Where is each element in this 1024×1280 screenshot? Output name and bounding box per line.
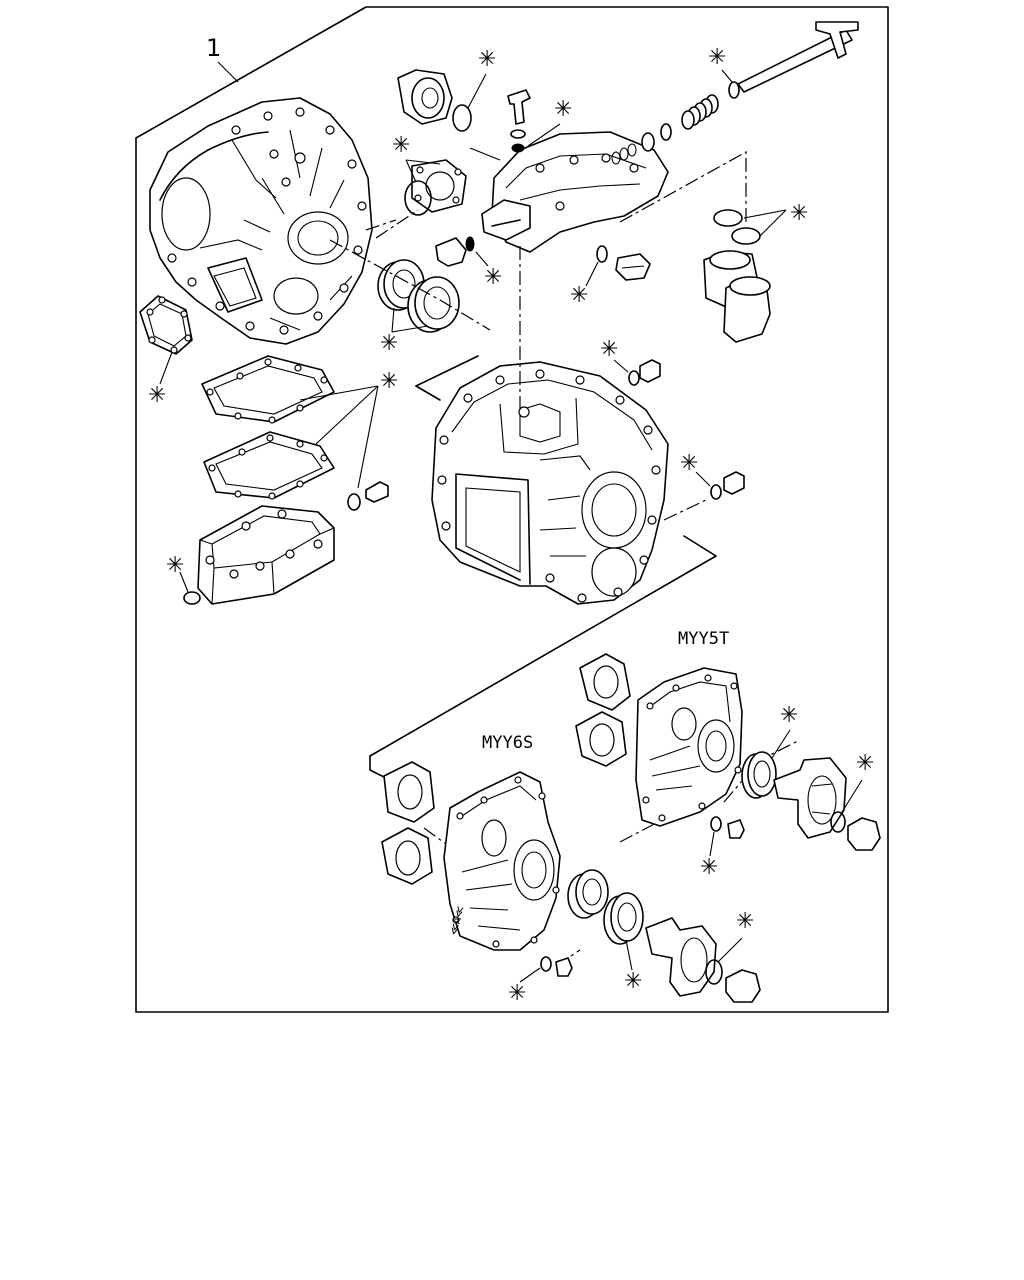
shift-tower xyxy=(481,131,669,253)
part-number-label: 1 xyxy=(206,34,221,62)
o-ring-02 xyxy=(452,104,472,132)
seal-kit-marker-07: ✳ xyxy=(484,265,502,290)
o-ring-12 xyxy=(705,959,723,985)
variant-label-myy6s: MYY6S xyxy=(482,733,533,753)
seal-kit-marker-06: ✳ xyxy=(554,97,572,122)
companion-flange-myy6s xyxy=(645,917,717,997)
o-ring-04 xyxy=(713,209,743,227)
seal-kit-marker-18: ✳ xyxy=(736,909,754,934)
part-number-leader xyxy=(217,61,239,83)
drain-plug-left xyxy=(365,481,389,503)
seal-ring xyxy=(511,143,525,153)
rear-oil-seal-myy5t xyxy=(741,751,777,799)
seal-kit-marker-04: ✳ xyxy=(708,45,726,70)
seal-kit-marker-16: ✳ xyxy=(700,855,718,880)
seal-kit-marker-15: ✳ xyxy=(856,751,874,776)
filler-plug xyxy=(639,359,661,383)
o-ring-05 xyxy=(731,227,761,245)
variant-label-myy5t: MYY5T xyxy=(678,629,729,649)
rear-case-myy5t xyxy=(635,667,743,827)
drain-plug-right xyxy=(723,471,745,495)
shift-rod xyxy=(737,29,853,93)
rear-cover-gasket-myy5t-a xyxy=(579,653,631,711)
detent-switch xyxy=(397,69,453,125)
rear-case-myy6s: ≪A≪ xyxy=(443,771,561,951)
bearing-cover-gasket xyxy=(411,159,467,213)
o-ring-rod xyxy=(728,81,740,99)
seal-kit-marker-02: ✳ xyxy=(392,133,410,158)
pin xyxy=(507,89,531,125)
seal-kit-marker-01: ✳ xyxy=(148,383,166,408)
seal-kit-marker-05: ✳ xyxy=(478,47,496,72)
o-ring-10 xyxy=(830,811,846,833)
o-ring-08 xyxy=(628,370,640,386)
input-oil-seal-b xyxy=(407,276,460,333)
spacer-case xyxy=(197,505,335,605)
flange-nut-myy5t xyxy=(847,817,881,851)
transmission-case xyxy=(431,361,669,605)
rear-bearing-myy6s xyxy=(567,869,609,919)
o-ring-03 xyxy=(596,245,608,263)
rear-cover-gasket-myy6s-b xyxy=(381,827,433,885)
clutch-housing xyxy=(149,97,373,345)
rear-oil-seal-myy6s xyxy=(603,892,644,945)
seal-kit-marker-13: ✳ xyxy=(680,451,698,476)
reverse-switch xyxy=(435,236,475,267)
bolt-myy6s xyxy=(555,957,573,977)
seal-kit-marker-09: ✳ xyxy=(790,201,808,226)
rod-spring-set xyxy=(611,94,719,165)
seal-kit-marker-19: ✳ xyxy=(508,981,526,1006)
seal-kit-marker-17: ✳ xyxy=(624,969,642,994)
o-ring-13 xyxy=(540,956,552,972)
rear-cover-gasket-myy6s-a xyxy=(383,761,435,823)
shift-solenoid-b xyxy=(723,276,771,343)
assembly-centerlines xyxy=(329,147,801,967)
o-ring-07 xyxy=(183,591,201,605)
bolt-myy5t xyxy=(727,819,745,839)
flange-nut-myy6s xyxy=(725,969,761,1003)
washer xyxy=(510,129,526,139)
seal-kit-marker-03: ✳ xyxy=(380,331,398,356)
top-cover-gasket-b xyxy=(203,431,335,500)
seal-kit-marker-12: ✳ xyxy=(600,337,618,362)
o-ring-11 xyxy=(710,816,722,832)
o-ring-06 xyxy=(347,493,361,511)
seal-kit-marker-10: ✳ xyxy=(380,369,398,394)
input-oil-seal-a xyxy=(377,259,425,311)
companion-flange-myy5t xyxy=(773,757,847,839)
seal-kit-marker-14: ✳ xyxy=(780,703,798,728)
o-ring-09 xyxy=(710,484,722,500)
o-ring-01 xyxy=(404,180,432,216)
top-cover-gasket-a xyxy=(201,355,335,424)
cover-gasket-small xyxy=(139,295,193,355)
kit-frame xyxy=(135,6,889,1013)
seal-kit-marker-11: ✳ xyxy=(166,553,184,578)
seal-kit-marker-08: ✳ xyxy=(570,283,588,308)
shift-sensor xyxy=(615,253,651,281)
rear-cover-gasket-myy5t-b xyxy=(575,711,627,767)
